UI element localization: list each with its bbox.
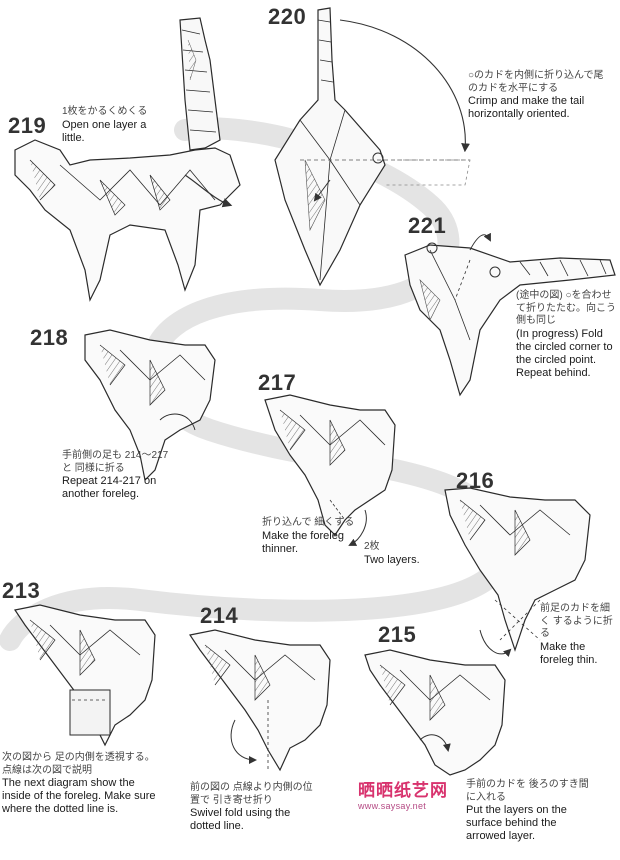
- step-220-jp: ○のカドを内側に折り込んで尾のカドを水平にする: [468, 70, 613, 95]
- step-213-figure: [15, 605, 155, 745]
- step-218-note: 手前側の足も 214〜217と 同様に折る Repeat 214-217 on …: [62, 450, 177, 501]
- step-220-note: ○のカドを内側に折り込んで尾のカドを水平にする Crimp and make t…: [468, 70, 613, 121]
- step-number-217: 217: [258, 370, 296, 396]
- step-220-en: Crimp and make the tail horizontally ori…: [468, 95, 613, 121]
- step-214-note: 前の図の 点線より内側の位置で 引き寄せ折り Swivel fold using…: [190, 782, 315, 833]
- step-218-en: Repeat 214-217 on another foreleg.: [62, 475, 177, 501]
- watermark: 晒晒纸艺网 www.saysay.net: [358, 776, 468, 811]
- step-217-layers-note: 2枚 Two layers.: [364, 541, 444, 567]
- step-217-note: 折り込んで 細くする Make the foreleg thinner.: [262, 517, 357, 556]
- step-218-jp: 手前側の足も 214〜217と 同様に折る: [62, 450, 177, 475]
- step-221-en: (In progress) Fold the circled corner to…: [516, 328, 616, 380]
- step-221-note: (途中の図) ○を合わせて折りたたむ。向こう側も同じ (In progress)…: [516, 290, 616, 380]
- step-number-220: 220: [268, 4, 306, 30]
- step-215-en: Put the layers on the surface behind the…: [466, 804, 596, 843]
- watermark-url: www.saysay.net: [358, 801, 468, 811]
- watermark-site-name: 晒晒纸艺网: [358, 776, 468, 801]
- step-213-en: The next diagram show the inside of the …: [2, 777, 162, 816]
- step-213-jp: 次の図から 足の内側を透視する。 点線は次の図で説明: [2, 752, 162, 777]
- step-216-en: Make the foreleg thin.: [540, 641, 618, 667]
- step-216-note: 前足のカドを細く するように折る Make the foreleg thin.: [540, 603, 618, 667]
- step-215-figure: [365, 650, 505, 775]
- step-214-figure: [190, 630, 330, 770]
- step-number-221: 221: [408, 213, 446, 239]
- step-219-en: Open one layer a little.: [62, 119, 172, 145]
- step-219-figure: [15, 18, 240, 300]
- step-number-219: 219: [8, 113, 46, 139]
- step-217-extra-jp: 2枚: [364, 541, 444, 554]
- step-217-en: Make the foreleg thinner.: [262, 530, 357, 556]
- step-number-215: 215: [378, 622, 416, 648]
- step-number-214: 214: [200, 603, 238, 629]
- step-221-jp: (途中の図) ○を合わせて折りたたむ。向こう側も同じ: [516, 290, 616, 328]
- step-219-jp: 1枚をかるくめくる: [62, 106, 172, 119]
- step-214-jp: 前の図の 点線より内側の位置で 引き寄せ折り: [190, 782, 315, 807]
- step-number-213: 213: [2, 578, 40, 604]
- step-213-note: 次の図から 足の内側を透視する。 点線は次の図で説明 The next diag…: [2, 752, 162, 816]
- step-217-extra-en: Two layers.: [364, 554, 444, 567]
- step-214-en: Swivel fold using the dotted line.: [190, 807, 315, 833]
- step-216-jp: 前足のカドを細く するように折る: [540, 603, 618, 641]
- step-215-note: 手前のカドを 後ろのすき間に入れる Put the layers on the …: [466, 779, 596, 843]
- step-217-jp: 折り込んで 細くする: [262, 517, 357, 530]
- step-number-218: 218: [30, 325, 68, 351]
- step-number-216: 216: [456, 468, 494, 494]
- step-219-note: 1枚をかるくめくる Open one layer a little.: [62, 106, 172, 145]
- step-215-jp: 手前のカドを 後ろのすき間に入れる: [466, 779, 596, 804]
